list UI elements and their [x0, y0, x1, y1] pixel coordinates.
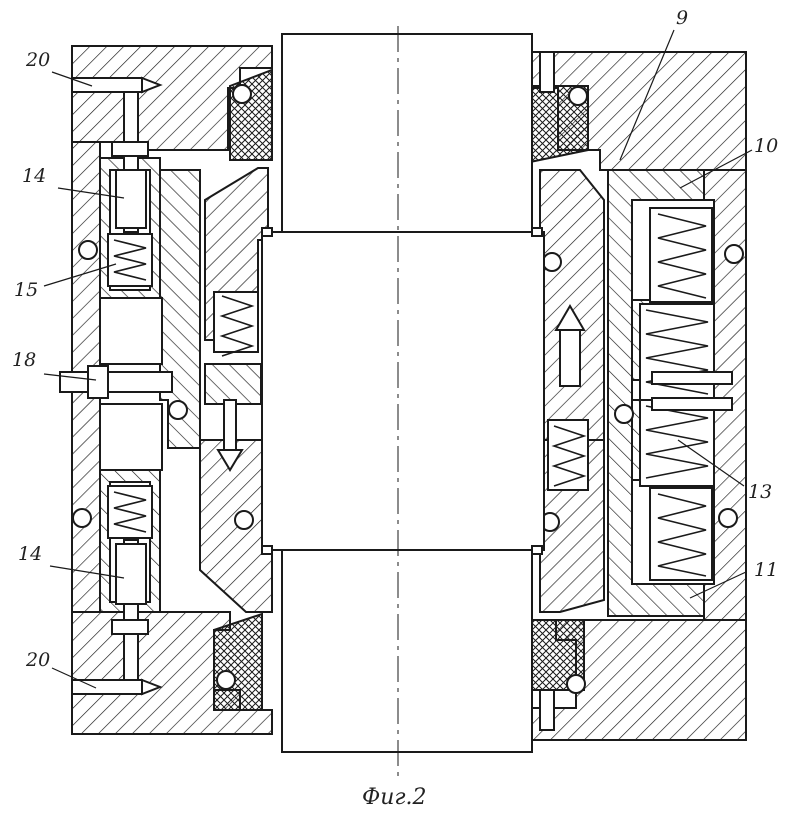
- label-20-bottom: 20: [25, 649, 50, 671]
- label-15: 15: [14, 279, 38, 301]
- figure-caption: Фиг.2: [362, 785, 427, 810]
- label-11: 11: [754, 559, 778, 581]
- label-10: 10: [754, 135, 778, 157]
- label-14-top: 14: [22, 165, 46, 187]
- shaft: [262, 26, 544, 776]
- label-18: 18: [12, 349, 36, 371]
- right-bushing: [540, 170, 604, 612]
- label-9: 9: [676, 7, 688, 29]
- label-20-top: 20: [25, 49, 50, 71]
- label-14-bottom: 14: [18, 543, 42, 565]
- label-13: 13: [748, 481, 772, 503]
